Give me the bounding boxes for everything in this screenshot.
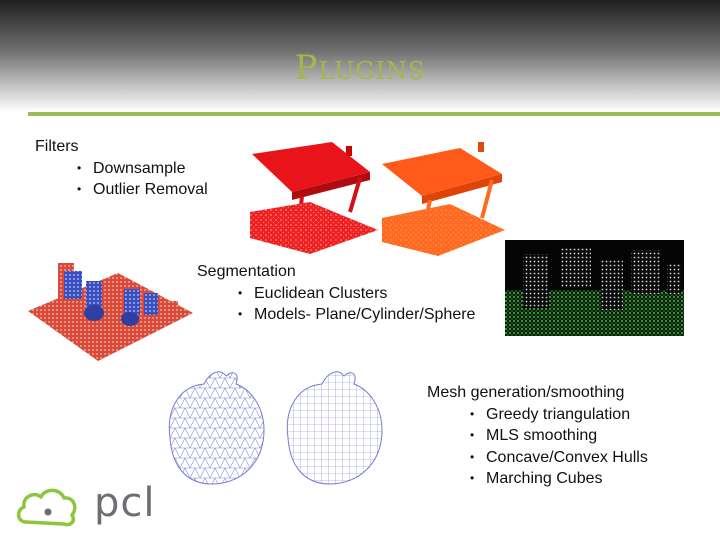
header-gradient	[0, 0, 720, 112]
list-item: •Greedy triangulation	[466, 404, 666, 426]
segmentation-section: Segmentation •Euclidean Clusters •Models…	[197, 261, 475, 326]
mesh-list: •Greedy triangulation •MLS smoothing •Co…	[466, 404, 666, 490]
bullet-icon: •	[77, 182, 82, 196]
bullet-icon: •	[470, 471, 475, 485]
list-item: •Models- Plane/Cylinder/Sphere	[234, 304, 475, 326]
filters-heading: Filters	[35, 138, 79, 155]
filters-pointcloud-image	[250, 134, 505, 260]
segmentation-heading: Segmentation	[197, 263, 296, 280]
pcl-logo: pcl	[14, 478, 174, 534]
mesh-bunnies-image	[160, 368, 395, 488]
list-item: •MLS smoothing	[466, 425, 666, 447]
bullet-icon: •	[470, 406, 475, 421]
list-item: •Outlier Removal	[73, 179, 208, 201]
bullet-icon: •	[470, 449, 475, 464]
filters-list: •Downsample •Outlier Removal	[73, 158, 208, 201]
mesh-bunnies-drawing	[168, 371, 383, 485]
segmentation-clusters-drawing	[28, 263, 193, 361]
title-rule	[28, 112, 720, 116]
segmentation-scene-drawing	[505, 248, 684, 336]
bullet-icon: •	[77, 160, 82, 175]
filters-pointcloud-drawing	[250, 142, 505, 256]
bullet-icon: •	[238, 285, 243, 300]
bullet-icon: •	[470, 428, 475, 442]
bullet-icon: •	[238, 307, 243, 321]
segmentation-scene-image	[505, 240, 684, 336]
filters-section: Filters •Downsample •Outlier Removal	[35, 136, 208, 201]
list-item: •Euclidean Clusters	[234, 283, 475, 305]
segmentation-list: •Euclidean Clusters •Models- Plane/Cylin…	[234, 283, 475, 326]
mesh-heading: Mesh generation/smoothing	[427, 384, 625, 401]
list-item: •Downsample	[73, 158, 208, 180]
list-item: •Concave/Convex Hulls	[466, 447, 666, 469]
mesh-section: Mesh generation/smoothing •Greedy triang…	[427, 382, 666, 490]
slide-title: Plugins	[294, 48, 426, 88]
list-item: •Marching Cubes	[466, 468, 666, 490]
segmentation-clusters-image	[28, 253, 193, 363]
logo-text: pcl	[94, 480, 156, 526]
cloud-icon	[16, 488, 77, 527]
